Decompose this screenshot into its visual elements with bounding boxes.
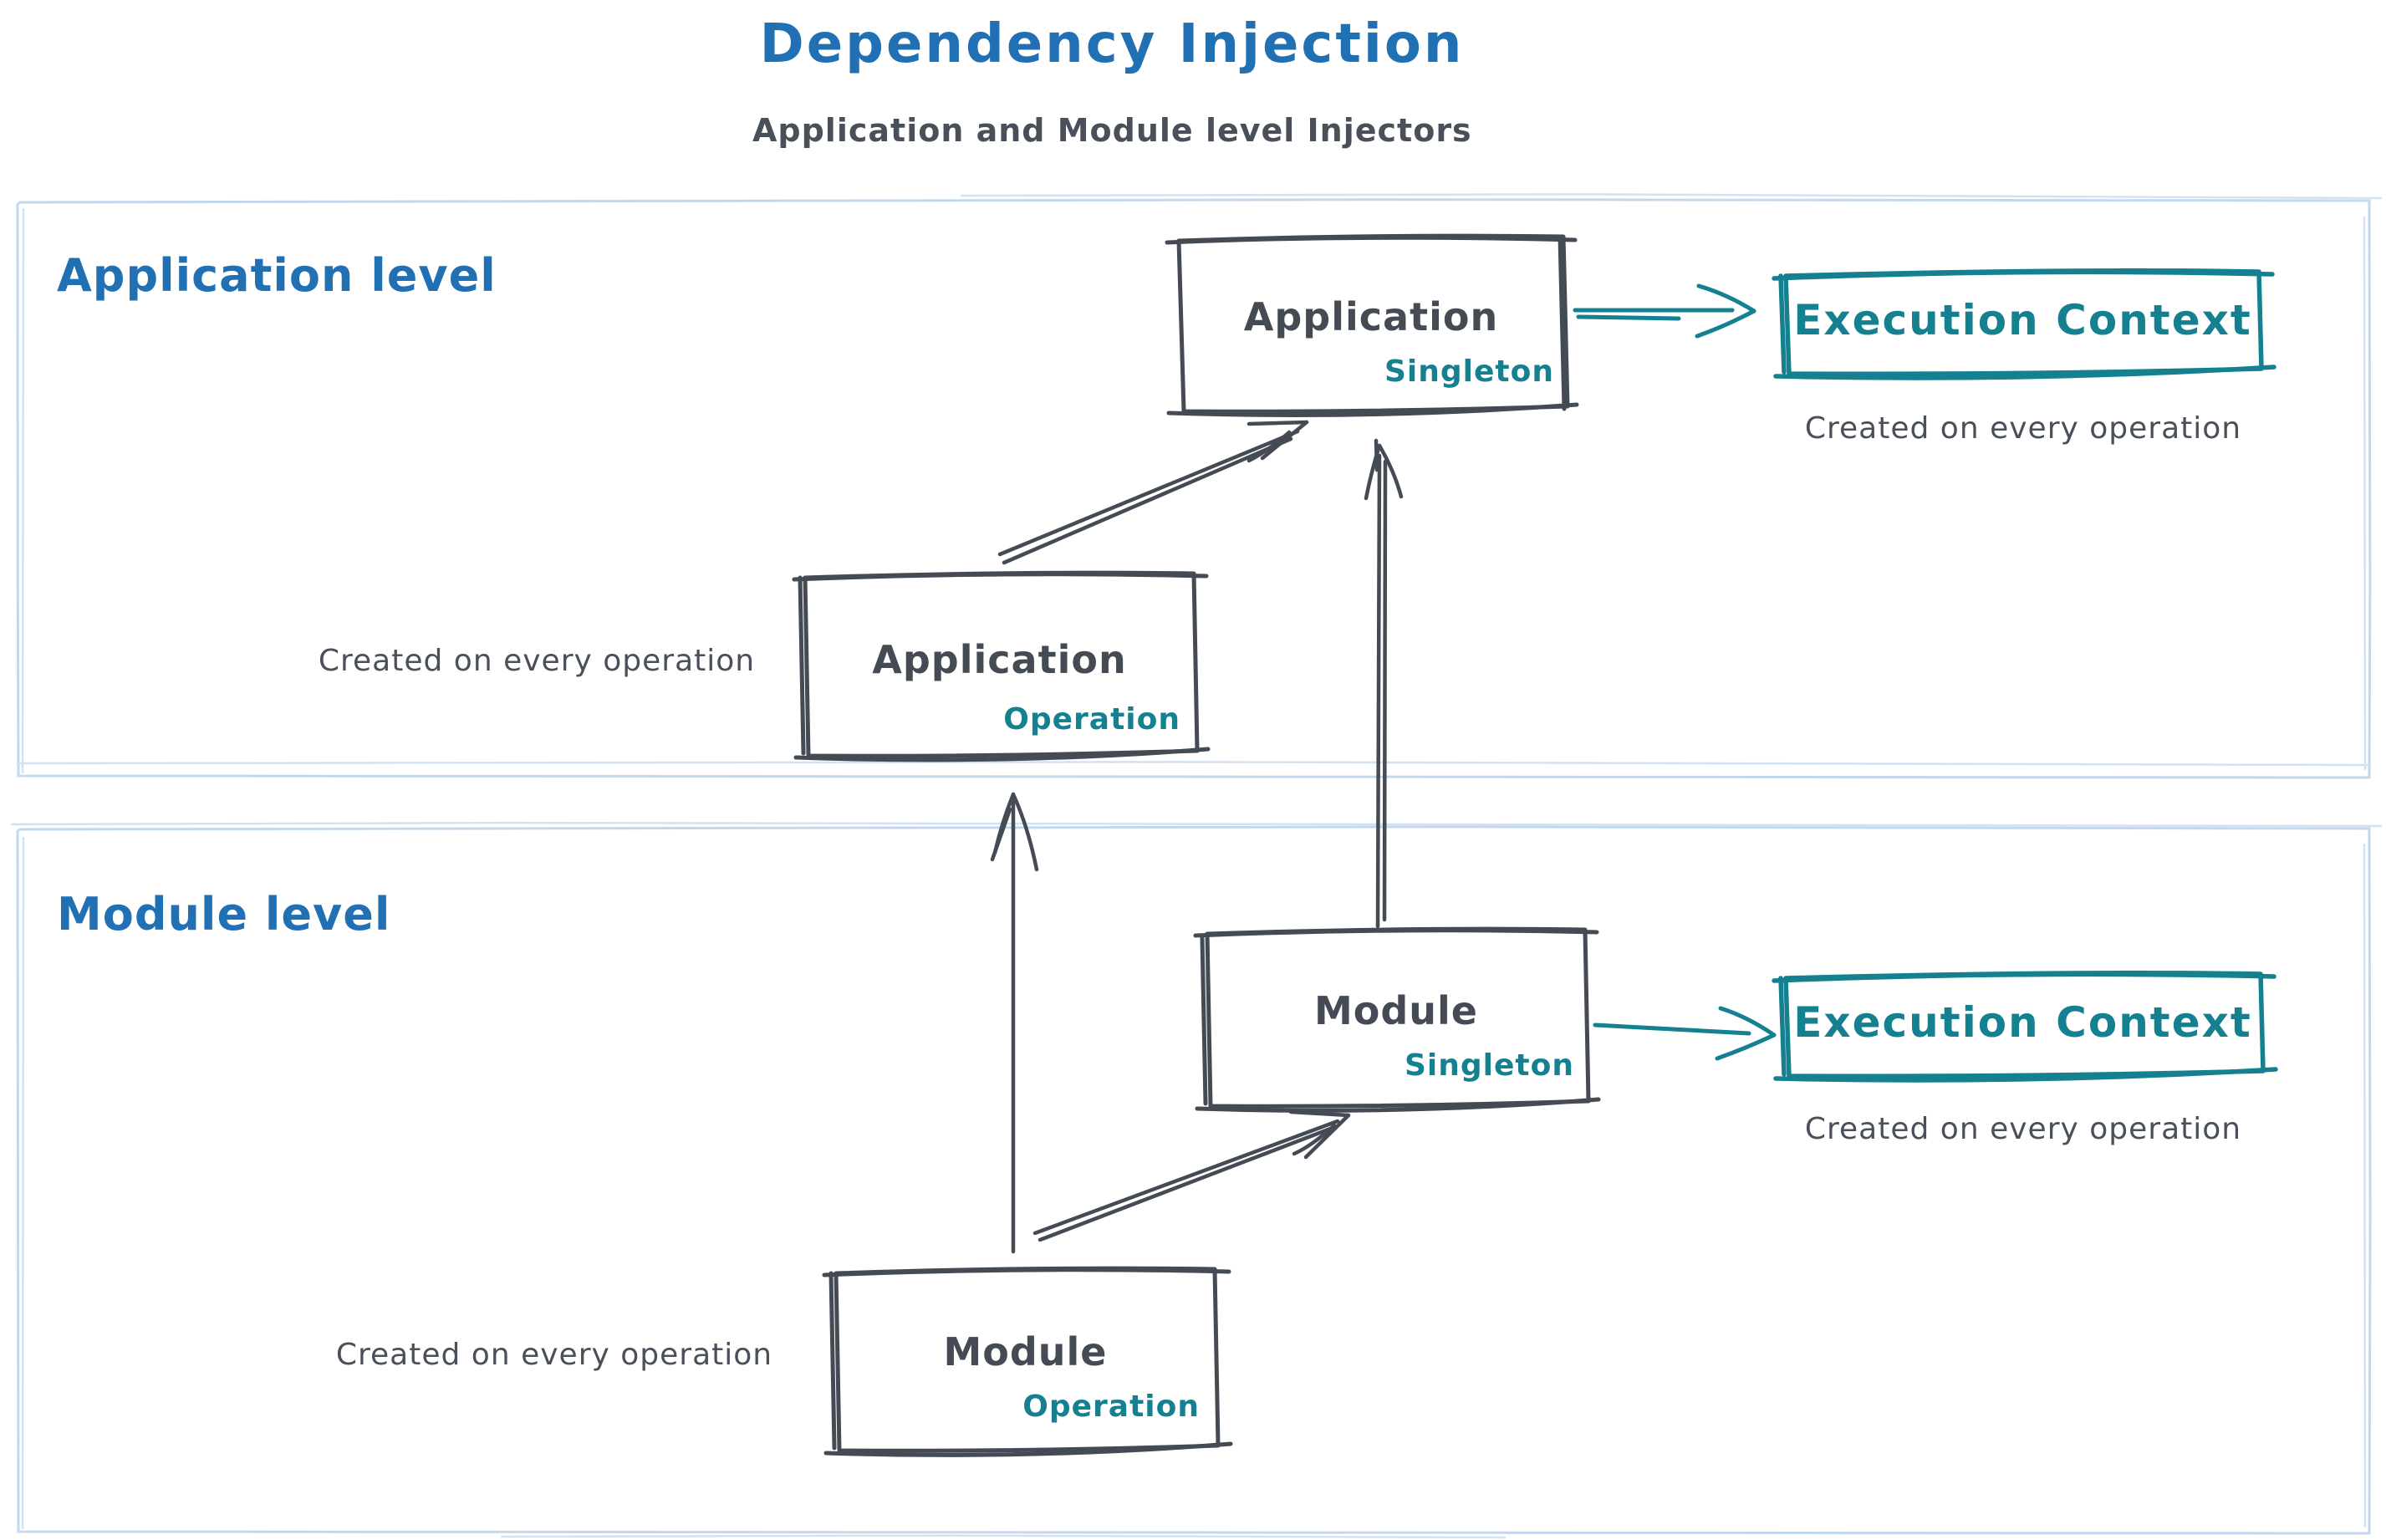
module-level-label: Module level	[57, 888, 391, 941]
module-operation-box-scope: Operation	[1022, 1390, 1200, 1424]
app-operation-box-name: Application	[872, 637, 1127, 682]
arrow-app-operation-to-app-singleton	[997, 420, 1309, 565]
arrow-app-singleton-to-execution-context	[1573, 283, 1756, 339]
module-singleton-box-outline	[1193, 926, 1601, 1113]
arrow-module-singleton-to-app-singleton	[1364, 438, 1404, 929]
arrow-module-operation-to-module-singleton	[1032, 1109, 1351, 1242]
app-operation-box-scope: Operation	[1003, 702, 1180, 737]
app-singleton-box-name: Application	[1243, 294, 1499, 339]
application-level-container	[16, 193, 2383, 779]
app-singleton-box-outline	[1165, 233, 1579, 417]
app-singleton-box-scope: Singleton	[1384, 354, 1554, 389]
module-operation-caption: Created on every operation	[335, 1338, 773, 1372]
module-execution-context-label: Execution Context	[1793, 998, 2252, 1047]
app-execution-context-caption: Created on every operation	[1804, 411, 2242, 446]
module-execution-context-box-outline	[1772, 971, 2278, 1083]
page-subtitle: Application and Module level Injectors	[752, 112, 1472, 149]
arrow-module-singleton-to-execution-context	[1593, 1006, 1777, 1061]
module-singleton-box-scope: Singleton	[1405, 1048, 1574, 1083]
arrow-module-operation-to-app-operation	[990, 792, 1039, 1254]
app-operation-box-outline	[792, 570, 1211, 762]
module-operation-box-name: Module	[943, 1329, 1108, 1374]
app-execution-context-box-outline	[1772, 268, 2276, 380]
module-operation-box-outline	[822, 1266, 1233, 1457]
module-singleton-box-name: Module	[1313, 988, 1479, 1033]
page-title: Dependency Injection	[759, 13, 1465, 75]
application-level-label: Application level	[57, 249, 497, 302]
module-execution-context-caption: Created on every operation	[1804, 1112, 2242, 1146]
app-operation-caption: Created on every operation	[318, 644, 756, 678]
app-execution-context-label: Execution Context	[1793, 296, 2252, 344]
